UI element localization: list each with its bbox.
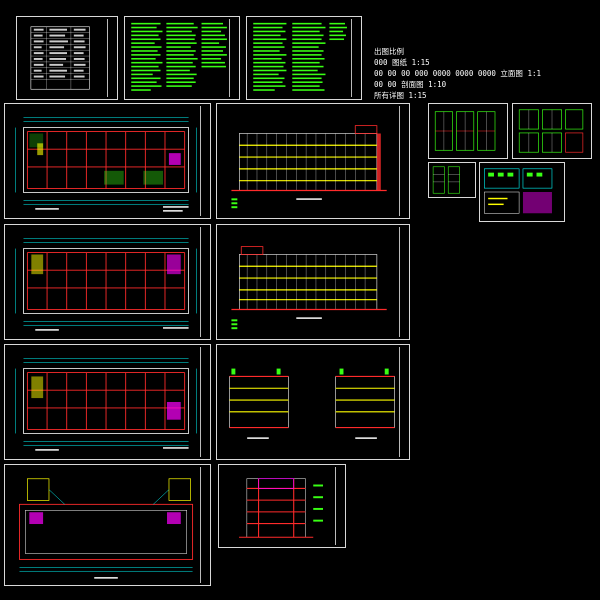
green-notes-drawing	[253, 22, 347, 91]
notes-line: 00 00 剖面图 1:10	[374, 80, 447, 89]
roof-plan-drawing	[19, 478, 194, 579]
floor-plan-sheet-2[interactable]	[4, 224, 211, 340]
detail-sheet-4[interactable]	[479, 162, 565, 222]
detail-sheet-3[interactable]	[428, 162, 476, 198]
floor-plan-drawing	[15, 238, 197, 331]
floor-plan-sheet-1[interactable]	[4, 103, 211, 219]
toilet-detail-drawing	[484, 168, 553, 214]
side-elevations-drawing	[229, 368, 395, 439]
title-block	[229, 19, 237, 97]
detail-sheet-2[interactable]	[512, 103, 592, 159]
elevation-drawing	[231, 246, 387, 330]
elevation-drawing	[231, 125, 387, 209]
drawing-scale-notes: 出图比例 000 图纸 1:15 00 00 00 000 0000 0000 …	[374, 46, 594, 101]
green-notes-drawing	[131, 22, 227, 91]
detail-drawing	[432, 166, 460, 194]
cover-sheet[interactable]	[16, 16, 118, 100]
notes-line: 所有详图 1:15	[374, 91, 427, 100]
title-block	[200, 467, 208, 583]
roof-plan-sheet[interactable]	[4, 464, 211, 586]
floor-plan-drawing	[15, 358, 197, 451]
section-sheet[interactable]	[218, 464, 346, 548]
detail-sheet-1[interactable]	[428, 103, 508, 159]
title-block	[399, 227, 407, 337]
elevation-sheet-2[interactable]	[216, 224, 410, 340]
section-drawing	[239, 478, 323, 538]
title-block	[200, 227, 208, 337]
stair-detail-drawing	[434, 111, 496, 151]
notes-line: 00 00 00 000 0000 0000 0000 立面图 1:1	[374, 69, 541, 78]
floor-plan-drawing	[15, 117, 197, 212]
title-block	[399, 347, 407, 457]
elevation-sheet-3[interactable]	[216, 344, 410, 460]
cover-table-drawing	[30, 26, 90, 90]
design-notes-sheet-1[interactable]	[124, 16, 240, 100]
title-block	[351, 19, 359, 97]
title-block	[200, 347, 208, 457]
elevation-sheet-1[interactable]	[216, 103, 410, 219]
title-block	[200, 106, 208, 216]
stair-detail-drawing	[518, 109, 584, 153]
floor-plan-sheet-3[interactable]	[4, 344, 211, 460]
title-block	[107, 19, 115, 97]
notes-line: 000 图纸 1:15	[374, 58, 430, 67]
title-block	[399, 106, 407, 216]
title-block	[335, 467, 343, 545]
notes-title: 出图比例	[374, 47, 404, 56]
design-notes-sheet-2[interactable]	[246, 16, 362, 100]
